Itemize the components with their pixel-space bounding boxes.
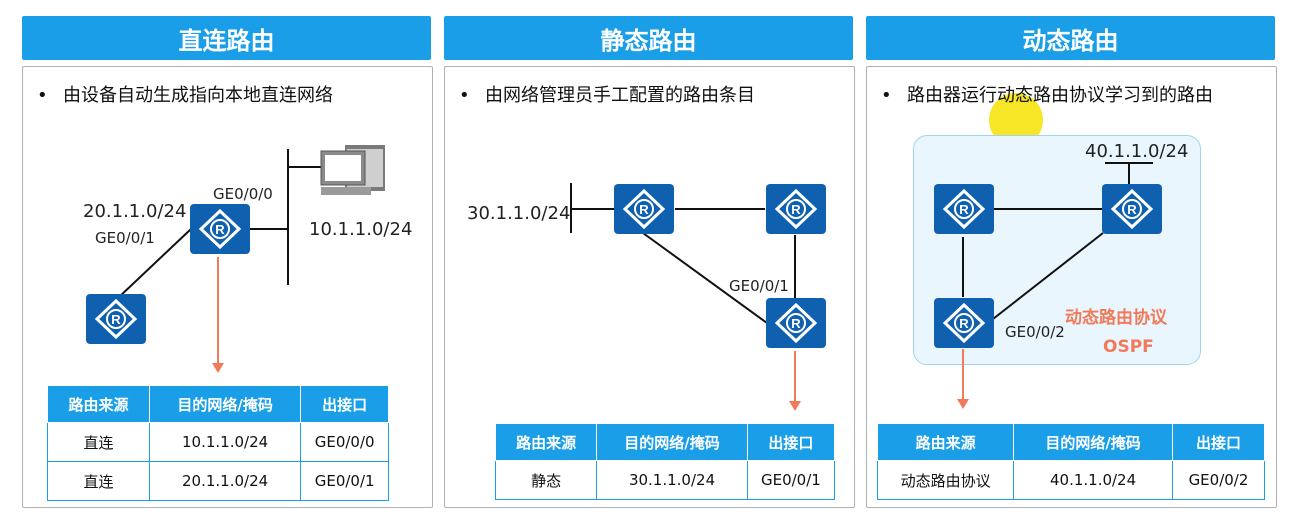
bullet-dynamic-text: 路由器运行动态路由协议学习到的路由 <box>907 85 1213 106</box>
table-row: 直连 20.1.1.0/24 GE0/0/1 <box>47 461 389 501</box>
panel-static-route: •由网络管理员手工配置的路由条目 R R R 30.1.1.0/24 GE0/0… <box>444 66 855 508</box>
router-icon: R <box>765 183 827 235</box>
router-icon: R <box>933 297 995 349</box>
cell-interface: GE0/0/1 <box>300 461 389 501</box>
routing-table-static: 路由来源 目的网络/掩码 出接口 静态 30.1.1.0/24 GE0/0/1 <box>494 423 836 500</box>
svg-text:R: R <box>959 316 969 331</box>
bullet-direct-text: 由设备自动生成指向本地直连网络 <box>63 85 333 106</box>
col-source: 路由来源 <box>494 423 598 461</box>
svg-text:R: R <box>791 202 801 217</box>
router-icon: R <box>765 297 827 349</box>
header-static-route: 静态路由 <box>444 16 853 60</box>
col-interface: 出接口 <box>1171 423 1266 461</box>
svg-text:R: R <box>111 312 121 327</box>
panel-dynamic-route: •路由器运行动态路由协议学习到的路由 R R R 40.1.1.0/24 GE0… <box>866 66 1277 508</box>
cell-destination: 40.1.1.0/24 <box>1013 460 1173 500</box>
svg-text:R: R <box>215 222 225 237</box>
cell-destination: 10.1.1.0/24 <box>148 422 302 462</box>
header-dynamic-route: 动态路由 <box>866 16 1275 60</box>
protocol-label: 动态路由协议 <box>1065 308 1167 328</box>
col-destination: 目的网络/掩码 <box>1013 423 1173 461</box>
header-direct-route: 直连路由 <box>22 16 431 60</box>
diagram-direct <box>118 149 323 373</box>
col-destination: 目的网络/掩码 <box>148 385 302 423</box>
col-interface: 出接口 <box>746 423 836 461</box>
bullet-static-text: 由网络管理员手工配置的路由条目 <box>485 85 755 106</box>
cell-source: 直连 <box>47 461 150 501</box>
if-label-left: GE0/0/1 <box>95 229 155 247</box>
cell-destination: 30.1.1.0/24 <box>596 460 748 500</box>
net-label: 30.1.1.0/24 <box>467 203 571 224</box>
bullet-static: •由网络管理员手工配置的路由条目 <box>459 85 755 106</box>
panel-direct-route: •由设备自动生成指向本地直连网络 R R 20.1.1.0/24 GE0/0/1… <box>22 66 433 508</box>
table-header-row: 路由来源 目的网络/掩码 出接口 <box>494 423 836 461</box>
router-icon: R <box>1101 183 1163 235</box>
routing-table-direct: 路由来源 目的网络/掩码 出接口 直连 10.1.1.0/24 GE0/0/0 … <box>47 385 389 501</box>
col-source: 路由来源 <box>876 423 1015 461</box>
router-icon: R <box>85 293 147 345</box>
router-icon: R <box>933 183 995 235</box>
cell-interface: GE0/0/1 <box>746 460 836 500</box>
bullet-direct: •由设备自动生成指向本地直连网络 <box>37 85 333 106</box>
if-label: GE0/0/1 <box>729 277 789 295</box>
svg-text:R: R <box>959 202 969 217</box>
svg-text:R: R <box>791 316 801 331</box>
cell-interface: GE0/0/2 <box>1171 460 1266 500</box>
protocol-name-label: OSPF <box>1103 337 1154 357</box>
table-row: 直连 10.1.1.0/24 GE0/0/0 <box>47 422 389 462</box>
bullet-dynamic: •路由器运行动态路由协议学习到的路由 <box>881 85 1213 106</box>
if-label-top: GE0/0/0 <box>213 185 273 203</box>
cell-destination: 20.1.1.0/24 <box>148 461 302 501</box>
cell-interface: GE0/0/0 <box>300 422 389 462</box>
col-source: 路由来源 <box>47 385 150 423</box>
cell-source: 静态 <box>494 460 598 500</box>
diagram-dynamic <box>957 162 1153 409</box>
diagram-static <box>570 183 801 411</box>
if-label: GE0/0/2 <box>1005 323 1065 341</box>
router-icon: R <box>613 183 675 235</box>
net-label-left: 20.1.1.0/24 <box>83 201 187 222</box>
computer-icon <box>319 143 389 199</box>
cell-source: 直连 <box>47 422 150 462</box>
table-row: 静态 30.1.1.0/24 GE0/0/1 <box>494 460 836 500</box>
table-row: 动态路由协议 40.1.1.0/24 GE0/0/2 <box>876 460 1266 500</box>
router-icon: R <box>189 203 251 255</box>
col-destination: 目的网络/掩码 <box>596 423 748 461</box>
cell-source: 动态路由协议 <box>876 460 1015 500</box>
net-label-right: 10.1.1.0/24 <box>309 219 413 240</box>
svg-text:R: R <box>1127 202 1137 217</box>
table-header-row: 路由来源 目的网络/掩码 出接口 <box>47 385 389 423</box>
col-interface: 出接口 <box>300 385 389 423</box>
net-label: 40.1.1.0/24 <box>1085 141 1189 162</box>
table-header-row: 路由来源 目的网络/掩码 出接口 <box>876 423 1266 461</box>
routing-table-dynamic: 路由来源 目的网络/掩码 出接口 动态路由协议 40.1.1.0/24 GE0/… <box>876 423 1266 500</box>
svg-text:R: R <box>639 202 649 217</box>
